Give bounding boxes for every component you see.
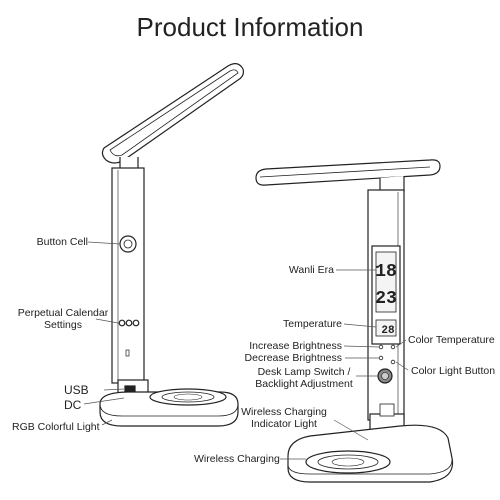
clock-minute: 23	[375, 289, 397, 309]
label-increase-brightness: Increase Brightness	[249, 340, 342, 352]
left-lamp-head	[101, 63, 245, 164]
label-wireless-charging: Wireless Charging	[194, 453, 280, 465]
left-button-cell	[119, 235, 137, 253]
label-color-light-button: Color Light Button	[411, 365, 496, 377]
label-color-temperature: Color Temperature	[408, 334, 495, 346]
label-rgb-light: RGB Colorful Light	[12, 421, 100, 433]
label-perpetual-calendar-line2: Settings	[44, 319, 82, 331]
right-lamp-collar	[379, 403, 395, 417]
left-slot	[125, 349, 130, 357]
left-lamp-base	[99, 388, 239, 427]
label-button-cell: Button Cell	[36, 236, 88, 248]
page-title: Product Information	[136, 12, 364, 42]
label-decrease-brightness: Decrease Brightness	[244, 352, 342, 364]
label-perpetual-calendar-line1: Perpetual Calendar	[17, 307, 109, 319]
left-button-cell-inner	[123, 239, 133, 249]
label-lamp-switch-line2: Backlight Adjustment	[255, 378, 353, 390]
clock-screen	[375, 251, 397, 313]
label-perpetual-calendar: Perpetual Calendar Settings	[14, 307, 112, 331]
label-wireless-indicator-line1: Wireless Charging	[241, 406, 327, 418]
usb-port	[124, 385, 136, 392]
leader-lines	[83, 241, 409, 460]
temperature-value: 28	[381, 325, 395, 337]
label-temperature: Temperature	[283, 318, 342, 330]
color-temperature-button	[390, 344, 396, 350]
label-wanli-era: Wanli Era	[288, 264, 334, 276]
label-lamp-switch: Desk Lamp Switch / Backlight Adjustment	[250, 366, 358, 390]
right-lamp-head	[255, 159, 441, 186]
label-usb: USB	[64, 383, 89, 397]
right-lamp-base	[287, 424, 454, 483]
label-wireless-indicator: Wireless Charging Indicator Light	[226, 406, 342, 430]
label-wireless-indicator-line2: Indicator Light	[251, 418, 317, 430]
increase-brightness-button	[378, 344, 384, 350]
decrease-brightness-button	[378, 355, 384, 361]
label-dc: DC	[64, 398, 82, 412]
temperature-screen	[375, 319, 397, 337]
label-lamp-switch-line1: Desk Lamp Switch /	[257, 366, 351, 378]
lamp-switch-inner	[381, 372, 389, 380]
calendar-buttons	[118, 319, 140, 327]
color-light-button	[390, 359, 396, 365]
clock-hour: 18	[375, 262, 397, 282]
